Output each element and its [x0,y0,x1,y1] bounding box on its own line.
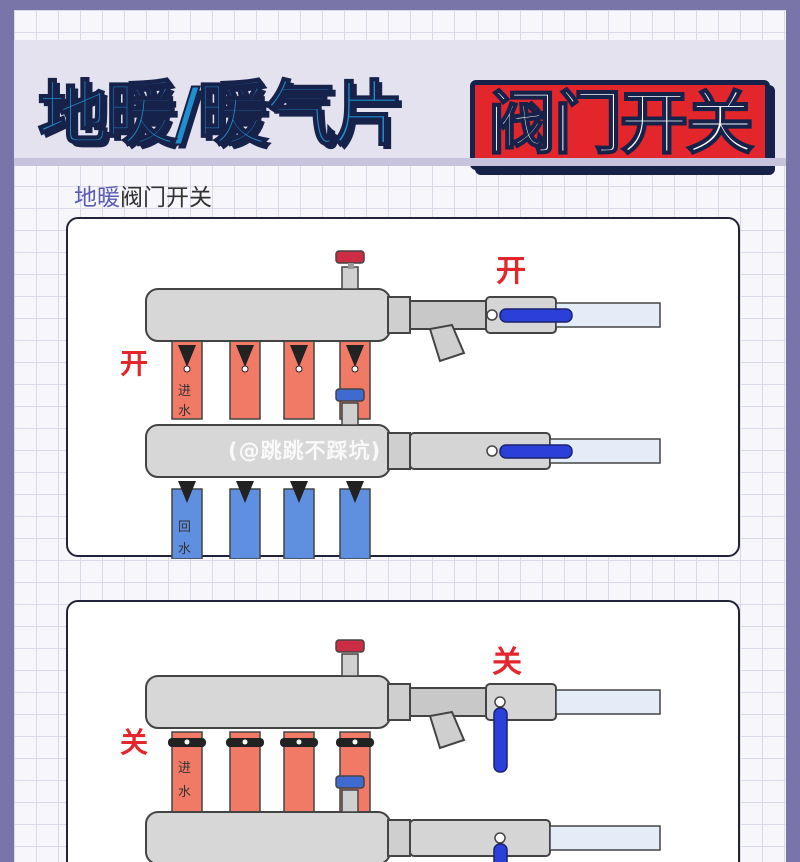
supply-manifold [145,639,661,750]
return-manifold [145,775,661,862]
supply-label-2: 水 [178,404,191,419]
panel-closed-valves: 关 关 进 水 [66,600,740,862]
branch-valve-state: 关 [120,726,148,759]
main-return-valve-handle-closed [493,832,508,862]
section-subtitle: 地暖阀门开关 [74,178,212,212]
infographic-sheet: 地暖/暖气片 阀门开关 地暖阀门开关 [14,10,786,862]
title-accent: 阀门开关 [487,84,755,165]
main-return-valve-handle [486,444,573,459]
title-accent-box: 阀门开关 [470,80,770,170]
subtitle-rest: 阀门开关 [120,185,212,211]
return-manifold [145,388,661,478]
watermark: (@跳跳不踩坑) [228,439,382,463]
main-valve-state: 关 [492,645,522,680]
title-main: 地暖/暖气片 [37,72,405,156]
panel-open-valves: 开 开 进 水 回 水 (@跳跳不踩坑) [66,217,740,559]
return-pipe-2 [229,488,261,559]
return-branch-valves [178,481,364,503]
main-supply-valve-handle-closed [493,696,508,773]
supply-manifold [145,250,661,363]
return-pipes [171,488,371,559]
supply-label-2: 水 [178,785,191,800]
return-label-2: 水 [178,542,191,557]
manifold-open-diagram: 开 开 进 水 回 水 [120,250,661,559]
subtitle-highlight: 地暖 [74,185,120,211]
branch-valve-state: 开 [120,347,148,380]
supply-branch-valves-closed [168,738,374,747]
title-banner: 地暖/暖气片 阀门开关 [14,40,786,170]
main-supply-valve-handle [486,308,573,323]
supply-pipes [171,338,371,420]
supply-label-1: 进 [178,761,191,776]
supply-branch-valves [178,345,364,373]
manifold-closed-diagram: 关 关 进 水 [120,639,661,862]
main-valve-state: 开 [496,254,526,289]
return-label-1: 回 [178,520,191,535]
supply-label-1: 进 [178,384,191,399]
